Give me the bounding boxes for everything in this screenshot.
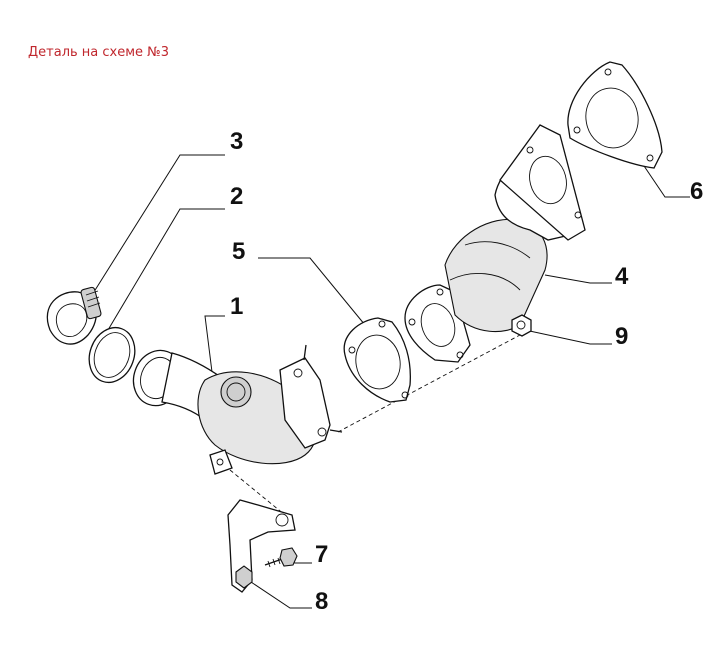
converter-part-1 [132,344,343,475]
leader-lines [91,154,690,609]
leader-8 [247,579,312,609]
callout-6: 6 [690,178,704,205]
bracket-part-8 [227,499,296,593]
leader-5 [258,257,366,326]
leader-4 [544,274,612,284]
callout-1: 1 [230,293,244,320]
bolt-part-7 [264,547,298,568]
clamp-part-3 [46,286,102,345]
leader-3 [91,154,225,296]
gasket-part-6 [567,61,663,169]
callout-9: 9 [615,323,629,350]
callout-3: 3 [230,128,244,155]
diagram-caption: Деталь на схеме №3 [28,45,169,60]
pipe-part-4 [404,124,586,363]
callout-4: 4 [615,263,629,290]
callout-7: 7 [315,541,329,568]
assembly-lines [229,334,521,516]
leader-6 [639,159,690,198]
leader-9 [524,329,612,345]
callout-5: 5 [232,238,246,265]
ring-part-2 [88,326,136,384]
callout-2: 2 [230,183,244,210]
leader-2 [107,208,225,331]
leader-1 [204,315,225,373]
nut-part-9 [511,314,532,337]
callout-8: 8 [315,588,329,615]
gasket-part-5 [343,317,411,403]
